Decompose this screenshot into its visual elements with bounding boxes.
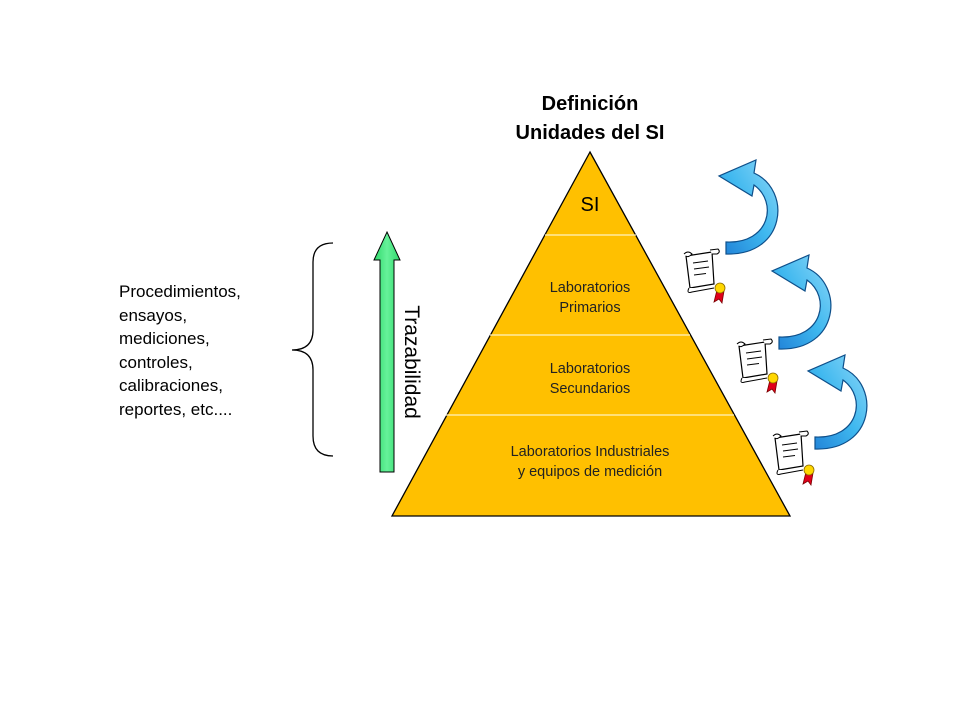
curved-arrow-icon: [807, 354, 868, 450]
certificate-scroll-icon: [683, 248, 726, 304]
level-secondary-label: Laboratorios Secundarios: [549, 361, 631, 397]
curly-brace: [291, 242, 334, 457]
pyramid: [390, 150, 792, 517]
certificate-scroll-icon: [772, 430, 815, 486]
curved-arrow-icon: [718, 159, 779, 255]
title-line-1: Definición: [541, 93, 639, 115]
traceability-arrow: [373, 230, 401, 473]
level-primary-label: Laboratorios Primarios: [549, 280, 631, 316]
pyramid-body: [390, 150, 792, 517]
curved-arrow-icon: [771, 254, 832, 350]
procedures-list: Procedimientos, ensayos, mediciones, con…: [119, 282, 241, 419]
diagram-title: Definición Unidades del SI: [470, 90, 710, 148]
certificate-scroll-icon: [736, 338, 779, 394]
level-industrial-label: Laboratorios Industriales y equipos de m…: [510, 444, 670, 480]
title-line-2: Unidades del SI: [515, 122, 665, 144]
level-si-label: SI: [580, 194, 600, 216]
